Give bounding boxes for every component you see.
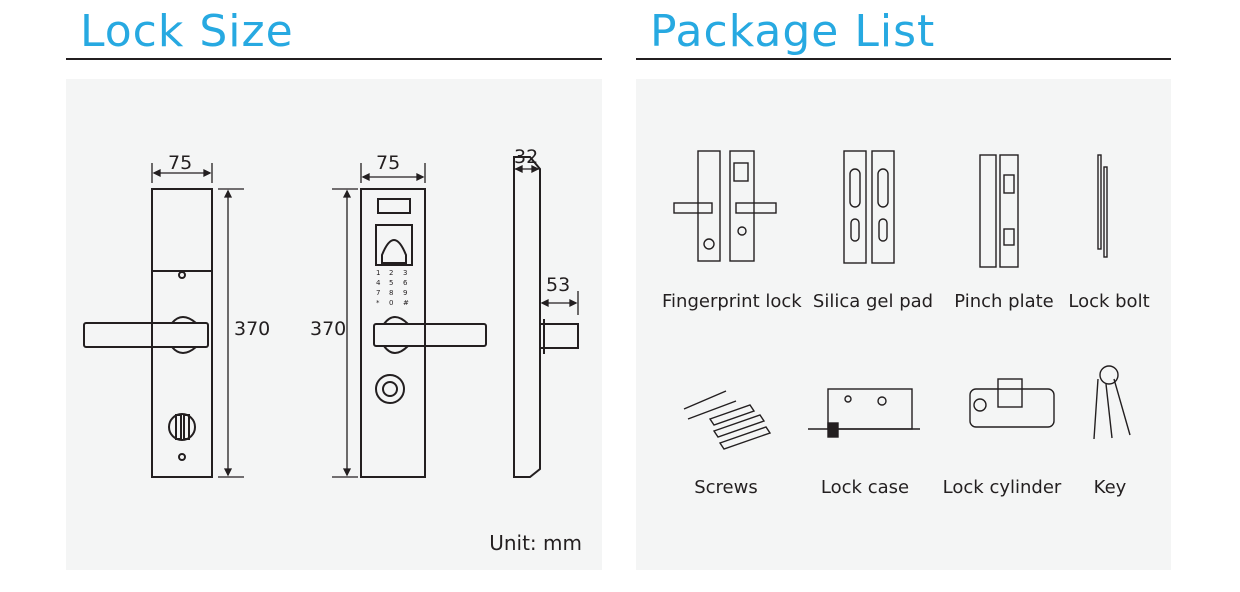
item-label-key: Key <box>1093 477 1127 498</box>
silica-gel-pad-icon <box>843 150 895 264</box>
lock-back-view <box>83 188 213 478</box>
svg-text:3: 3 <box>403 269 407 277</box>
svg-text:5: 5 <box>389 279 393 287</box>
svg-text:7: 7 <box>376 289 380 297</box>
svg-text:#: # <box>403 299 409 307</box>
key-icon <box>1093 365 1131 440</box>
item-label-screws: Screws <box>694 477 758 498</box>
lock-cylinder-icon <box>969 378 1055 428</box>
svg-text:6: 6 <box>403 279 408 287</box>
lock-side-view <box>513 156 579 478</box>
item-label-lock-bolt: Lock bolt <box>1068 291 1150 312</box>
dim-height-left: 370 <box>234 318 270 340</box>
svg-text:4: 4 <box>376 279 381 287</box>
dim-projection: 53 <box>546 274 570 296</box>
dim-width-mid: 75 <box>376 152 400 174</box>
svg-text:1: 1 <box>376 269 380 277</box>
svg-text:8: 8 <box>389 289 393 297</box>
pinch-plate-icon <box>979 154 1019 268</box>
fingerprint-lock-icon <box>673 150 777 262</box>
item-label-pinch-plate: Pinch plate <box>954 291 1054 312</box>
lock-size-divider <box>66 58 602 60</box>
lock-bolt-icon <box>1097 154 1108 258</box>
svg-text:0: 0 <box>389 299 393 307</box>
item-label-lock-cylinder: Lock cylinder <box>942 477 1062 498</box>
lock-front-view <box>360 188 487 478</box>
screws-icon <box>683 390 772 450</box>
svg-text:*: * <box>376 299 380 307</box>
lock-size-title: Lock Size <box>80 6 294 57</box>
item-label-silica-gel-pad: Silica gel pad <box>812 291 934 312</box>
package-list-divider <box>636 58 1171 60</box>
dim-height-mid: 370 <box>310 318 346 340</box>
lock-case-icon <box>808 388 920 438</box>
package-list-panel: Fingerprint lock Silica gel pad Pinch pl… <box>636 79 1171 570</box>
dim-width-left: 75 <box>168 152 192 174</box>
dim-depth: 32 <box>514 146 538 168</box>
svg-text:9: 9 <box>403 289 407 297</box>
package-list-title: Package List <box>650 6 936 57</box>
svg-text:2: 2 <box>389 269 393 277</box>
unit-label: Unit: mm <box>489 531 582 555</box>
item-label-lock-case: Lock case <box>820 477 910 498</box>
item-label-fingerprint-lock: Fingerprint lock <box>662 291 802 312</box>
package-icons <box>673 150 1131 450</box>
